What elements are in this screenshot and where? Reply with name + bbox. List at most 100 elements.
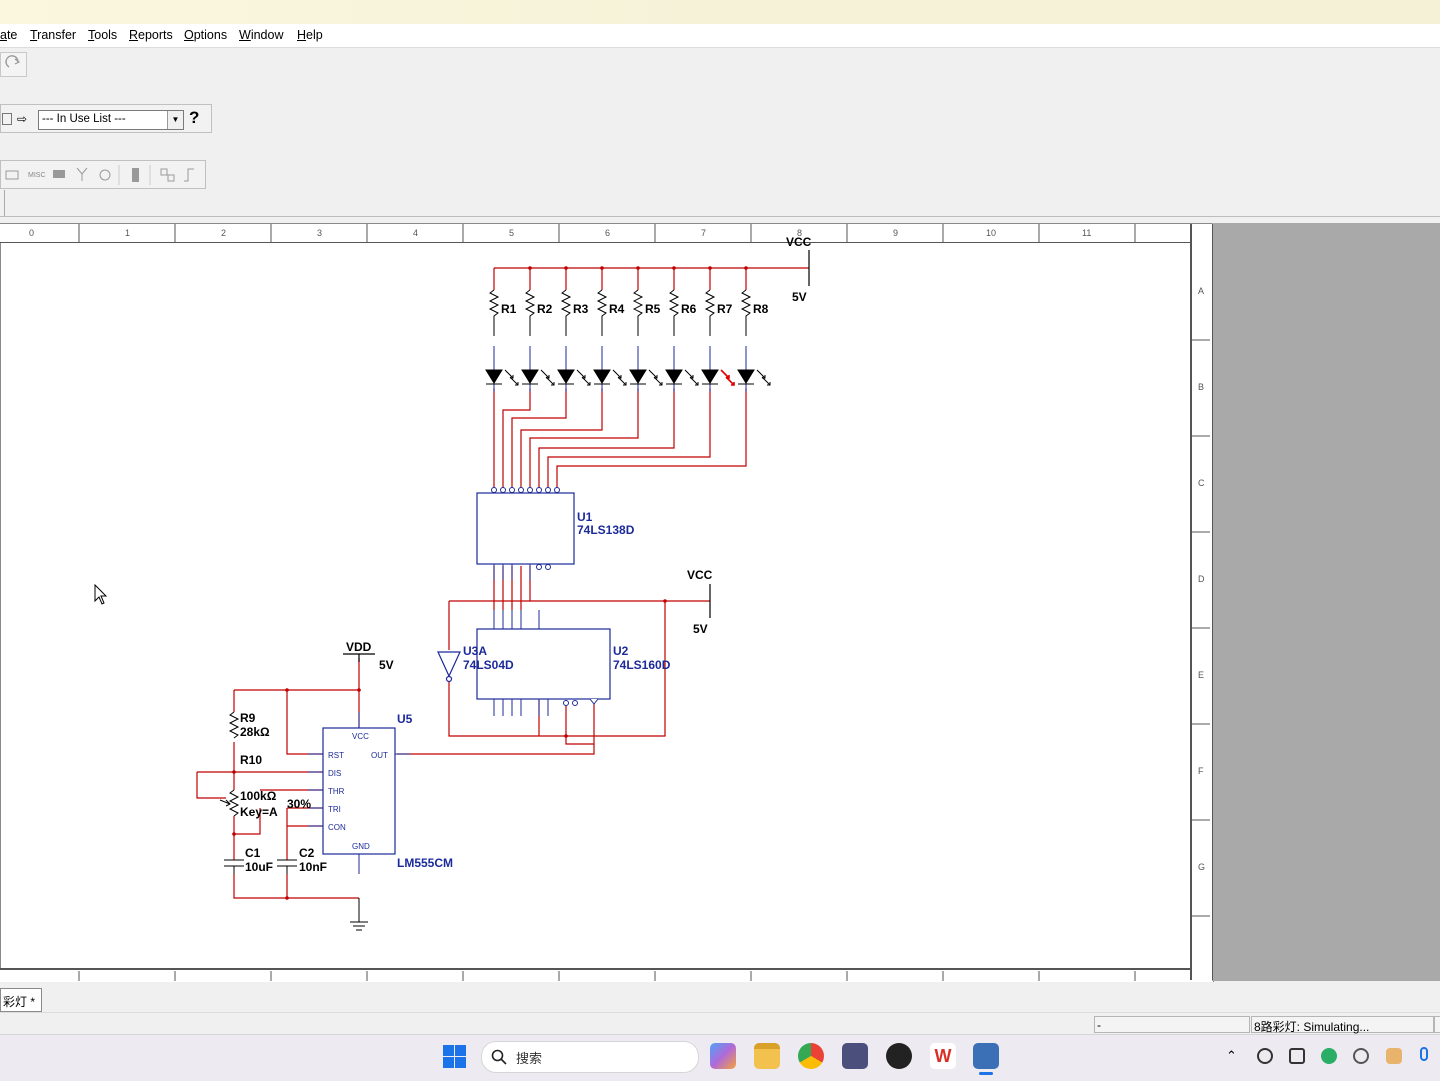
ruler-label: E [1198,670,1205,680]
u5-part: LM555CM [397,856,454,870]
ruler-label: 10 [986,228,997,238]
mouse-cursor-icon [94,583,108,605]
tray-microphone-icon[interactable] [1420,1047,1428,1061]
in-use-list-value: --- In Use List --- [42,113,126,125]
ruler-label: 3 [317,228,323,238]
chevron-down-icon[interactable]: ▼ [167,111,183,129]
u2-part: 74LS160D [613,658,671,672]
parts-toolbar: MISC [0,160,206,189]
ruler-label: 1 [125,228,131,238]
menu-bar: ate Transfer Tools Reports Options Windo… [0,24,1440,48]
windows-logo-icon [443,1045,466,1068]
ruler-label: C [1198,478,1205,488]
r5-label: R5 [645,302,661,316]
wps-icon[interactable]: W [930,1043,956,1069]
ruler-ticks [78,224,1136,242]
menu-window[interactable]: Window [239,28,284,42]
menu-tools[interactable]: Tools [88,28,118,42]
ruler-bottom [0,968,1190,982]
misc-label: MISC [28,172,46,179]
windows-start-button[interactable] [443,1045,467,1072]
menu-options[interactable]: Options [184,28,228,42]
c2-value: 10nF [299,860,328,874]
vdd-value: 5V [379,658,394,672]
u5-ref: U5 [397,712,413,726]
schematic-sheet[interactable] [0,223,1214,983]
in-use-icon[interactable]: ⇨ [17,112,28,126]
u5-pin-vcc: VCC [352,732,369,741]
r10-value: 100kΩ [240,789,277,803]
separator [0,216,1440,217]
ruler-top: 0 1 2 3 4 5 6 7 8 9 10 11 [0,224,1190,243]
tray-app-icon[interactable] [1257,1048,1273,1064]
obs-icon[interactable] [886,1043,912,1069]
copilot-icon[interactable] [710,1043,736,1069]
r10-percent: 30% [287,797,312,811]
menu-help[interactable]: Help [297,28,323,42]
workspace-background [1212,223,1440,981]
u1-decoder [476,487,575,580]
r4-label: R4 [609,302,625,316]
menu-reports[interactable]: Reports [129,28,173,42]
redo-button[interactable] [0,52,27,77]
r9-ref: R9 [240,711,256,725]
multisim-icon[interactable] [973,1043,999,1069]
menu-simulate[interactable]: ate [0,28,18,42]
app-icon-grid[interactable] [842,1043,868,1069]
file-explorer-icon[interactable] [754,1043,780,1069]
parts-toolbar-icons: MISC [5,165,194,185]
ruler-label: 0 [29,228,35,238]
r1-label: R1 [501,302,517,316]
tray-wechat-icon[interactable] [1321,1048,1337,1064]
led-leads [493,346,747,392]
schematic-canvas[interactable]: VCC RST OUT DIS THR TRI CON GND [0,0,1190,968]
c2-ref: C2 [299,846,315,860]
vdd-label: VDD [346,640,372,654]
status-field-right: 8路彩灯: Simulating... [1251,1016,1434,1034]
resistor-array [488,289,752,336]
in-use-list-dropdown[interactable]: --- In Use List --- ▼ [38,110,184,130]
ruler-label: 7 [701,228,707,238]
lit-led-rays [720,369,735,386]
r2-label: R2 [537,302,553,316]
ruler-label: 5 [509,228,515,238]
place-icon[interactable] [2,113,12,125]
tray-cat-icon[interactable] [1386,1048,1402,1064]
vcc-mid-value: 5V [693,622,708,636]
u1-ref: U1 [577,510,593,524]
tray-chevron-up-icon[interactable]: ⌃ [1226,1048,1237,1063]
power-terminals [343,250,810,662]
vcc-mid-label: VCC [687,568,713,582]
u3-ref: U3A [463,644,488,658]
chrome-icon[interactable] [798,1043,824,1069]
taskbar-search[interactable]: 搜索 [481,1041,699,1073]
u5-pin-out: OUT [371,751,388,760]
u5-pin-rst: RST [328,751,344,760]
tab-schematic[interactable]: 彩灯 * [0,988,42,1012]
ruler-label: 11 [1082,228,1092,238]
r9-value: 28kΩ [240,725,270,739]
u3a-inverter [437,651,461,683]
r7-label: R7 [717,302,733,316]
ruler-label: G [1198,862,1206,872]
ruler-label: 9 [893,228,899,238]
active-app-indicator [979,1072,993,1075]
tray-bilibili-icon[interactable] [1289,1048,1305,1064]
redo-icon [5,55,21,68]
ruler-label: B [1198,382,1205,392]
taskbar-search-placeholder: 搜索 [516,1051,543,1066]
ruler-label: 6 [605,228,611,238]
tab-schematic-label: 彩灯 * [3,995,36,1009]
ruler-label: 8 [797,228,803,238]
menu-transfer[interactable]: Transfer [30,28,77,42]
ruler-label: 4 [413,228,419,238]
u5-timer: VCC RST OUT DIS THR TRI CON GND [308,712,410,874]
vcc-top-value: 5V [792,290,807,304]
help-button[interactable]: ? [189,108,200,127]
tray-sync-icon[interactable] [1353,1048,1369,1064]
ruler-right: A B C D E F G [1190,224,1213,980]
ruler-label: 2 [221,228,227,238]
u5-pin-tri: TRI [328,805,341,814]
r10-key: Key=A [240,805,278,819]
r10-ref: R10 [240,753,263,767]
